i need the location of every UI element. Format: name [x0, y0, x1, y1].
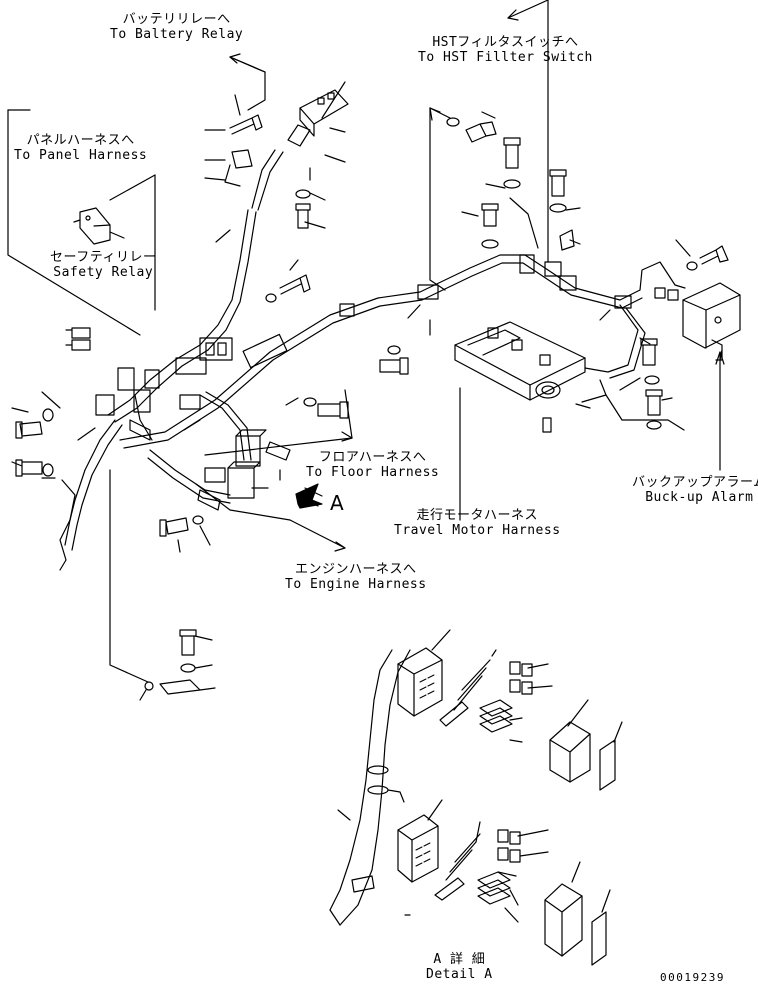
battery-relay-label-jp: バッテリリレーへ — [122, 12, 231, 27]
safety-relay-label-jp: セーフティリレー — [50, 250, 157, 265]
backup-alarm-part — [682, 282, 741, 361]
floor-harness-label-en: To Floor Harness — [306, 465, 440, 480]
battery-relay-connector — [224, 89, 349, 187]
floor-harness-label: フロアハーネスへ To Floor Harness — [306, 450, 439, 480]
trunk-connectors — [175, 254, 679, 375]
engine-harness-label-en: To Engine Harness — [285, 577, 427, 592]
drawing-code: 00019239 — [660, 971, 725, 984]
view-a-arrow — [295, 483, 323, 509]
detail-a-label: A 詳 細 Detail A — [426, 952, 493, 982]
battery-relay-label: バッテリリレーへ To Baltery Relay — [110, 12, 243, 42]
hst-filter-label-jp: HSTフィルタスイッチへ — [432, 35, 579, 50]
main-harness — [64, 149, 686, 683]
travel-motor-label-jp: 走行モータハーネス — [416, 508, 539, 523]
detail-a-drawing — [329, 629, 623, 966]
travel-motor-label: 走行モータハーネス Travel Motor Harness — [394, 508, 561, 538]
backup-alarm-label-en: Buck-up Alarm — [645, 490, 754, 505]
safety-relay-part — [73, 207, 125, 245]
backup-alarm-label: バックアップアラーム Buck-up Alarm — [632, 475, 758, 505]
bolts-and-washers — [15, 114, 729, 695]
hst-filter-label-en: To HST Fillter Switch — [418, 50, 593, 65]
safety-relay-label: セーフティリレー Safety Relay — [50, 250, 156, 280]
engine-harness-label-jp: エンジンハーネスへ — [295, 562, 417, 577]
hst-filter-label: HSTフィルタスイッチへ To HST Fillter Switch — [418, 35, 593, 65]
travel-motor-bracket — [454, 321, 586, 433]
left-cluster-connectors — [65, 327, 201, 441]
safety-relay-label-en: Safety Relay — [53, 265, 154, 280]
view-a-marker: A — [330, 491, 344, 515]
detail-a-label-jp: A 詳 細 — [433, 952, 486, 967]
panel-harness-label: パネルハーネスへ To Panel Harness — [14, 133, 147, 163]
backup-alarm-label-jp: バックアップアラーム — [632, 475, 758, 490]
battery-relay-label-en: To Baltery Relay — [110, 27, 244, 42]
direction-arrows — [229, 0, 725, 552]
panel-harness-label-en: To Panel Harness — [14, 148, 148, 163]
leader-lines — [7, 0, 721, 701]
engine-harness-label: エンジンハーネスへ To Engine Harness — [285, 562, 427, 592]
detail-a-label-en: Detail A — [426, 967, 493, 982]
floor-harness-connectors — [197, 429, 267, 511]
floor-harness-label-jp: フロアハーネスへ — [318, 450, 427, 465]
panel-harness-label-jp: パネルハーネスへ — [26, 133, 135, 148]
travel-motor-label-en: Travel Motor Harness — [394, 523, 561, 538]
